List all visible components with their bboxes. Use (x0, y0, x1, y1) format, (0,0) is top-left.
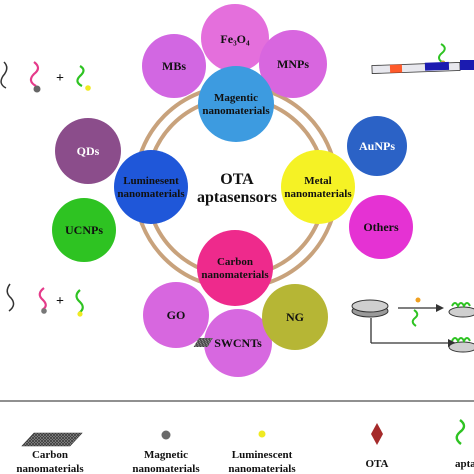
plus-sign-top: + (56, 71, 64, 86)
luminescent-dot-icon (77, 311, 83, 317)
category-carbon-line2: nanomaterials (201, 269, 269, 281)
legend-carbon-line1: Carbon (32, 449, 68, 461)
plus-sign-bottom: + (56, 294, 64, 309)
category-magnetic-line2: nanomaterials (202, 105, 270, 117)
top-left-schematic: + (0, 61, 91, 93)
category-luminescent-line1: Luminesent (123, 175, 179, 187)
ota-diamond-icon (371, 423, 383, 445)
satellite-mnps: MNPs (259, 30, 327, 98)
center-title-line1: OTA (220, 171, 254, 188)
category-carbon: Carbon nanomaterials (197, 230, 273, 306)
satellite-swcnts: SWCNTs (204, 309, 272, 377)
legend-item-luminescent: Luminescent nanomaterials (228, 430, 296, 474)
satellite-go-label: GO (167, 308, 186, 322)
satellite-ng-label: NG (286, 310, 304, 324)
luminescent-dot-icon (258, 430, 266, 438)
category-magnetic-line1: Magentic (214, 92, 258, 104)
satellite-mnps-label: MNPs (277, 57, 309, 71)
luminescent-dot-icon (85, 85, 91, 91)
test-strip-schematic (371, 43, 474, 74)
legend-carbon-line2: nanomaterials (16, 463, 84, 474)
satellite-aunps: AuNPs (347, 116, 407, 176)
satellite-mbs: MBs (142, 34, 206, 98)
satellite-fe3o4: Fe₃O₄ (201, 4, 269, 72)
satellite-ucnps: UCNPs (52, 198, 116, 262)
legend: Carbon nanomaterials Magnetic nanomateri… (16, 419, 474, 474)
dish-schematic (193, 297, 474, 353)
satellite-qds: QDs (55, 118, 121, 184)
magnetic-bead-icon (33, 85, 41, 93)
bottom-left-schematic: + (6, 283, 84, 317)
satellite-others-label: Others (363, 220, 399, 234)
satellite-ucnps-label: UCNPs (65, 223, 103, 237)
satellite-go: GO (143, 282, 209, 348)
satellite-fe3o4-label: Fe₃O₄ (220, 32, 250, 46)
legend-luminescent-line1: Luminescent (232, 449, 293, 461)
legend-item-magnetic: Magnetic nanomaterials (132, 430, 200, 474)
center-title-line2: aptasensors (197, 189, 277, 206)
category-magnetic: Magentic nanomaterials (198, 66, 274, 142)
category-luminescent-line2: nanomaterials (117, 188, 185, 200)
aptamer-strand-icon (455, 419, 466, 445)
category-metal: Metal nanomaterials (281, 150, 355, 224)
satellite-ng: NG (262, 284, 328, 350)
graphene-sheet-icon (21, 432, 83, 447)
satellite-qds-label: QDs (77, 144, 100, 158)
legend-ota-label: OTA (365, 458, 388, 470)
category-metal-line2: nanomaterials (284, 188, 352, 200)
satellite-swcnts-label: SWCNTs (214, 336, 262, 350)
satellite-aunps-label: AuNPs (359, 139, 395, 153)
category-metal-line1: Metal (304, 175, 331, 187)
legend-item-carbon: Carbon nanomaterials (16, 432, 84, 474)
satellite-mbs-label: MBs (162, 59, 186, 73)
legend-aptamer-label: aptam (455, 458, 474, 470)
legend-item-aptamer: aptam (455, 419, 474, 470)
magnetic-bead-icon (41, 308, 47, 314)
legend-luminescent-line2: nanomaterials (228, 463, 296, 474)
legend-item-ota: OTA (365, 423, 389, 470)
satellite-others: Others (349, 195, 413, 259)
magnetic-bead-icon (161, 430, 171, 440)
category-carbon-line1: Carbon (217, 256, 253, 268)
category-luminescent: Luminesent nanomaterials (114, 150, 188, 224)
legend-magnetic-line2: nanomaterials (132, 463, 200, 474)
legend-magnetic-line1: Magnetic (144, 449, 188, 461)
